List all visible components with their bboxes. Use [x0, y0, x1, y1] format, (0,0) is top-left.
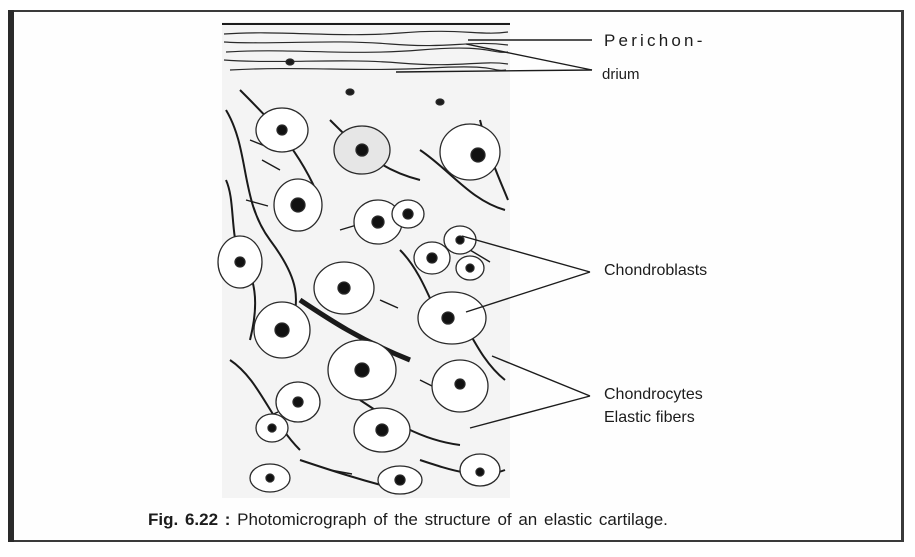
cell: [276, 382, 320, 422]
perichondrium-label-line1: Perichon-: [604, 31, 706, 51]
chondroblasts-label: Chondroblasts: [604, 262, 707, 280]
figure-caption: Fig. 6.22 : Photomicrograph of the struc…: [148, 510, 668, 530]
cell: [254, 302, 310, 358]
cell: [418, 292, 486, 344]
cell: [256, 414, 288, 442]
cell: [354, 408, 410, 452]
cell: [256, 108, 308, 152]
cell: [460, 454, 500, 486]
cell: [274, 179, 322, 231]
cell: [250, 464, 290, 492]
cell: [334, 126, 390, 174]
cell: [218, 236, 262, 288]
cell: [414, 242, 450, 274]
cell: [314, 262, 374, 314]
caption-text: Photomicrograph of the structure of an e…: [237, 510, 668, 529]
cell: [440, 124, 500, 180]
cell: [444, 226, 476, 254]
perichondrium-label-line2: drium: [602, 66, 640, 83]
cell: [392, 200, 424, 228]
cell: [328, 340, 396, 400]
figure-number: Fig. 6.22 :: [148, 510, 230, 529]
elastic-fibers-label: Elastic fibers: [604, 409, 695, 427]
cell: [432, 360, 488, 412]
cell: [456, 256, 484, 280]
chondrocytes-label: Chondrocytes: [604, 386, 703, 404]
cell: [378, 466, 422, 494]
